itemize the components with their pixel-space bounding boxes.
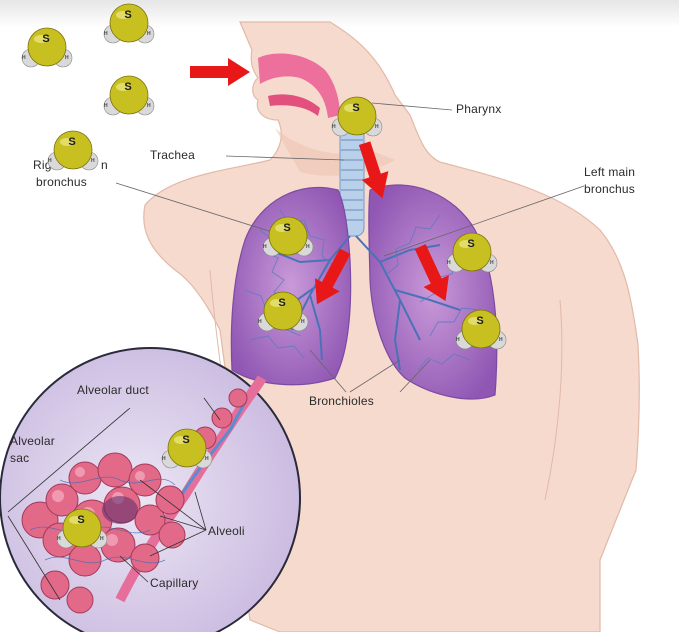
hydrogen-atom-label: H [306,244,310,250]
label-right-main-bronchus-l1-tail: n [101,158,108,172]
sulfur-atom-label: S [344,102,368,114]
hydrogen-atom-label: H [301,319,305,325]
hydrogen-atom-label: H [22,55,26,61]
hydrogen-atom-label: H [147,31,151,37]
label-right-main-bronchus-l2: bronchus [36,175,87,189]
hydrogen-atom-label: H [162,456,166,462]
hydrogen-atom-label: H [104,103,108,109]
hydrogen-atom-label: H [48,158,52,164]
h2s-molecule-icon: S H H [331,96,383,142]
h2s-molecule-icon: S H H [47,130,99,176]
sulfur-atom-label: S [60,136,84,148]
hydrogen-atom-label: H [456,337,460,343]
arrow-to-nose [190,58,250,86]
h2s-molecule-icon: S H H [257,291,309,337]
h2s-molecule-icon: S H H [446,232,498,278]
h2s-molecule-icon: S H H [161,428,213,474]
label-trachea: Trachea [150,148,195,162]
hydrogen-atom-label: H [205,456,209,462]
top-background [0,0,679,28]
hydrogen-atom-label: H [258,319,262,325]
hydrogen-atom-label: H [100,536,104,542]
hydrogen-atom-label: H [490,260,494,266]
label-alveoli: Alveoli [208,524,245,538]
sulfur-atom-label: S [468,315,492,327]
hydrogen-atom-label: H [65,55,69,61]
sulfur-atom-label: S [116,9,140,21]
sulfur-atom-label: S [34,33,58,45]
h2s-molecule-icon: S H H [21,27,73,73]
hydrogen-atom-label: H [57,536,61,542]
label-alveolar-sac-l1: Alveolar [10,434,55,448]
label-capillary: Capillary [150,576,198,590]
sulfur-atom-label: S [174,434,198,446]
h2s-molecule-icon: S H H [103,75,155,121]
hydrogen-atom-label: H [499,337,503,343]
sulfur-atom-label: S [459,238,483,250]
label-pharynx: Pharynx [456,102,501,116]
h2s-molecule-icon: S H H [103,3,155,49]
hydrogen-atom-label: H [447,260,451,266]
hydrogen-atom-label: H [147,103,151,109]
sulfur-atom-label: S [270,297,294,309]
label-alveolar-duct: Alveolar duct [77,383,149,397]
hydrogen-atom-label: H [332,124,336,130]
label-bronchioles: Bronchioles [309,394,374,408]
hydrogen-atom-label: H [375,124,379,130]
hydrogen-atom-label: H [263,244,267,250]
h2s-molecule-icon: S H H [56,508,108,554]
sulfur-atom-label: S [275,222,299,234]
hydrogen-atom-label: H [104,31,108,37]
label-left-main-bronchus-l1: Left main [584,165,635,179]
sulfur-atom-label: S [116,81,140,93]
h2s-molecule-icon: S H H [455,309,507,355]
sulfur-atom-label: S [69,514,93,526]
label-left-main-bronchus-l2: bronchus [584,182,635,196]
label-alveolar-sac-l2: sac [10,451,29,465]
h2s-molecule-icon: S H H [262,216,314,262]
hydrogen-atom-label: H [91,158,95,164]
